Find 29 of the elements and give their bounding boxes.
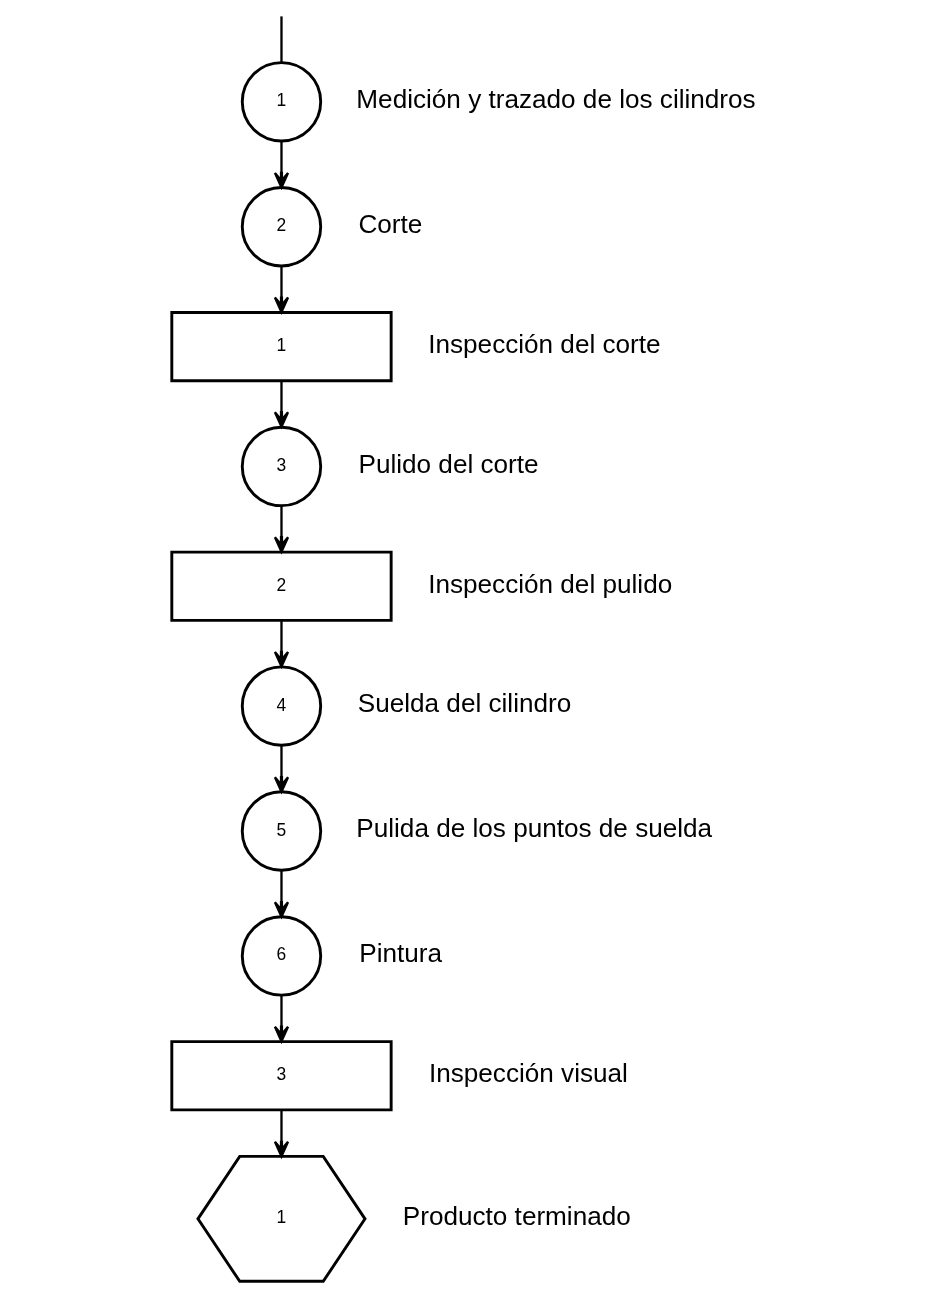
node-box: 2 — [170, 550, 393, 622]
node-label: Inspección visual — [428, 1058, 628, 1089]
arrow — [273, 745, 290, 793]
node-label: Producto terminado — [402, 1201, 631, 1232]
node-label: Corte — [358, 209, 423, 240]
arrow — [273, 620, 290, 668]
arrow — [273, 381, 290, 428]
node-circle: 1 — [240, 61, 323, 143]
arrow — [273, 141, 290, 189]
node-label: Suelda del cilindro — [357, 688, 572, 719]
node-box: 3 — [170, 1040, 393, 1112]
node-label: Pintura — [359, 938, 442, 969]
connector — [280, 16, 283, 63]
node-label: Pulido del corte — [358, 448, 539, 479]
node-label: Inspección del corte — [428, 328, 661, 359]
node-circle: 3 — [240, 425, 323, 508]
node-circle: 4 — [240, 665, 323, 747]
node-label: Inspección del pulido — [428, 568, 673, 599]
node-circle: 2 — [240, 186, 323, 268]
arrow — [273, 505, 290, 553]
arrow — [273, 995, 290, 1043]
node-label: Medición y trazado de los cilindros — [356, 84, 756, 115]
arrow — [273, 1110, 290, 1158]
node-circle: 5 — [240, 790, 323, 872]
node-circle: 6 — [240, 915, 323, 997]
arrow — [273, 870, 290, 918]
arrow — [273, 266, 290, 314]
node-box: 1 — [170, 311, 393, 383]
node-label: Pulida de los puntos de suelda — [356, 813, 713, 844]
